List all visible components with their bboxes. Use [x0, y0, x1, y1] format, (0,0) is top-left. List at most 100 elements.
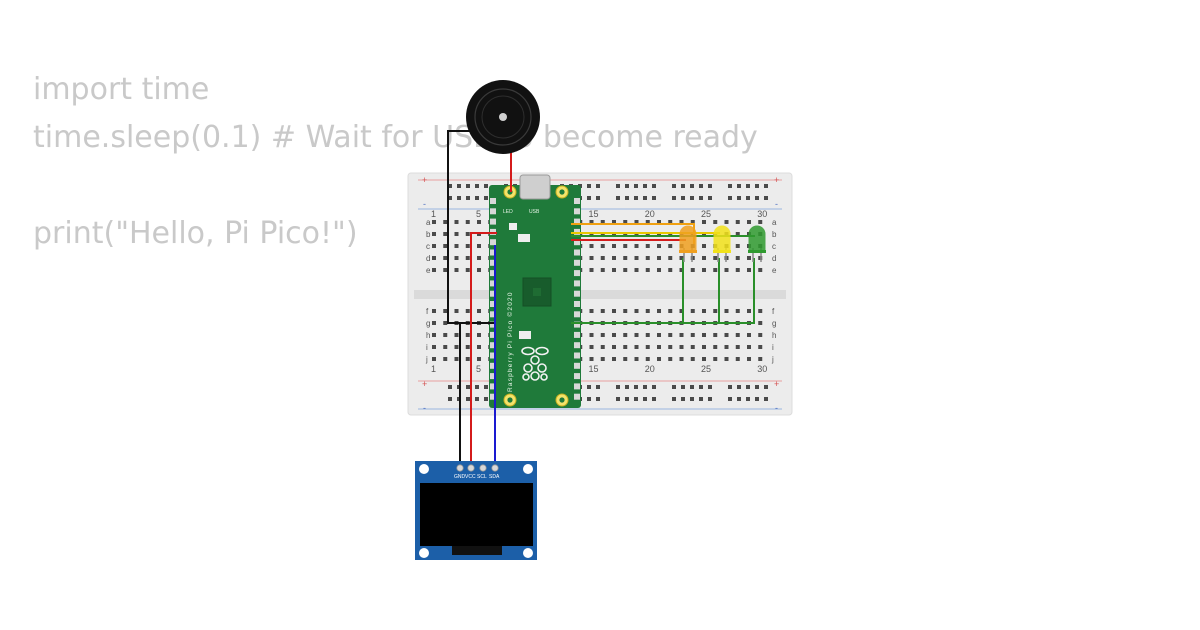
breadboard-hole [454, 357, 459, 361]
oled-screen [420, 483, 533, 546]
pico-pin [490, 290, 496, 297]
row-letter: a [426, 218, 431, 227]
breadboard-hole [465, 244, 470, 248]
breadboard-hole [443, 232, 448, 236]
breadboard-hole [747, 309, 751, 313]
rail-hole [475, 184, 479, 188]
breadboard-hole [713, 357, 718, 361]
rail-hole [690, 184, 694, 188]
breadboard-hole [589, 357, 594, 361]
pico-pin [574, 280, 580, 287]
breadboard-hole [465, 268, 470, 272]
breadboard-hole [758, 309, 763, 313]
breadboard-hole [477, 357, 481, 361]
rail-hole [755, 397, 759, 401]
breadboard-hole [443, 321, 448, 325]
breadboard-hole [657, 244, 661, 248]
rail-hole [746, 184, 750, 188]
rail-minus-label: - [423, 199, 426, 209]
pico-pin [490, 362, 496, 369]
breadboard-hole [443, 333, 448, 337]
breadboard-hole [634, 345, 639, 349]
pico-pin [490, 373, 496, 380]
row-letter: b [426, 230, 431, 239]
breadboard-hole [690, 309, 695, 313]
breadboard-hole [612, 333, 616, 337]
breadboard-hole [465, 232, 470, 236]
raspberry-pi-pico[interactable]: LED USB Raspberry Pi Pico ©2020 [489, 174, 581, 408]
rail-hole [652, 196, 656, 200]
pico-pin [490, 228, 496, 235]
rail-minus-label: - [775, 199, 778, 209]
breadboard-hole [623, 256, 628, 260]
pico-pin [490, 218, 496, 225]
breadboard-hole [747, 220, 751, 224]
breadboard-hole [443, 309, 448, 313]
breadboard-hole [702, 357, 706, 361]
breadboard-hole [634, 357, 639, 361]
rail-hole [764, 397, 768, 401]
oled-pin-scl [479, 464, 487, 472]
column-number: 30 [757, 364, 767, 374]
breadboard-hole [679, 309, 684, 313]
oled-pin-label: SCL [477, 474, 487, 480]
breadboard-hole [735, 357, 740, 361]
breadboard-hole [600, 244, 605, 248]
rail-hole [708, 397, 712, 401]
breadboard-hole [702, 256, 706, 260]
breadboard-hole [465, 256, 470, 260]
breadboard-hole [589, 333, 594, 337]
breadboard-hole [477, 268, 481, 272]
column-number: 25 [701, 364, 711, 374]
row-letter: g [426, 319, 430, 328]
breadboard-hole [724, 357, 729, 361]
breadboard-hole [432, 256, 436, 260]
breadboard-hole [735, 244, 740, 248]
rail-hole [755, 385, 759, 389]
breadboard-hole [612, 256, 616, 260]
breadboard-hole [589, 309, 594, 313]
breadboard-hole [702, 244, 706, 248]
breadboard-hole [735, 333, 740, 337]
breadboard-hole [679, 256, 684, 260]
breadboard-hole [690, 220, 695, 224]
breadboard-hole [657, 268, 661, 272]
rail-hole [728, 196, 732, 200]
pico-pin [574, 290, 580, 297]
led-orange[interactable] [679, 225, 697, 262]
breadboard-hole [454, 220, 459, 224]
breadboard-hole [454, 309, 459, 313]
rail-plus-label: + [774, 175, 779, 185]
breadboard-hole [679, 357, 684, 361]
pico-pin [574, 198, 580, 204]
breadboard-hole [432, 268, 436, 272]
column-number: 1 [431, 364, 436, 374]
rail-minus-label: - [775, 403, 778, 413]
pico-pin [490, 280, 496, 287]
breadboard-hole [623, 357, 628, 361]
breadboard[interactable]: 115510101515202025253030aabbccddeeffgghh… [407, 172, 793, 416]
buzzer[interactable] [466, 80, 540, 154]
rail-hole [643, 385, 647, 389]
column-number: 30 [757, 209, 767, 219]
rail-hole [728, 385, 732, 389]
rail-minus-label: - [423, 403, 426, 413]
breadboard-hole [668, 268, 673, 272]
led-yellow[interactable] [713, 225, 731, 262]
breadboard-hole [702, 309, 706, 313]
breadboard-hole [735, 345, 740, 349]
rail-hole [764, 196, 768, 200]
column-number: 20 [645, 209, 655, 219]
breadboard-hole [758, 321, 763, 325]
breadboard-hole [600, 333, 605, 337]
breadboard-hole [645, 268, 650, 272]
pico-led-label: LED [503, 209, 513, 215]
rail-hole [737, 385, 741, 389]
rail-hole [681, 196, 685, 200]
pico-pin [490, 383, 496, 390]
led-green[interactable] [748, 225, 766, 262]
column-number: 15 [589, 364, 599, 374]
breadboard-hole [735, 256, 740, 260]
rail-hole [596, 196, 600, 200]
